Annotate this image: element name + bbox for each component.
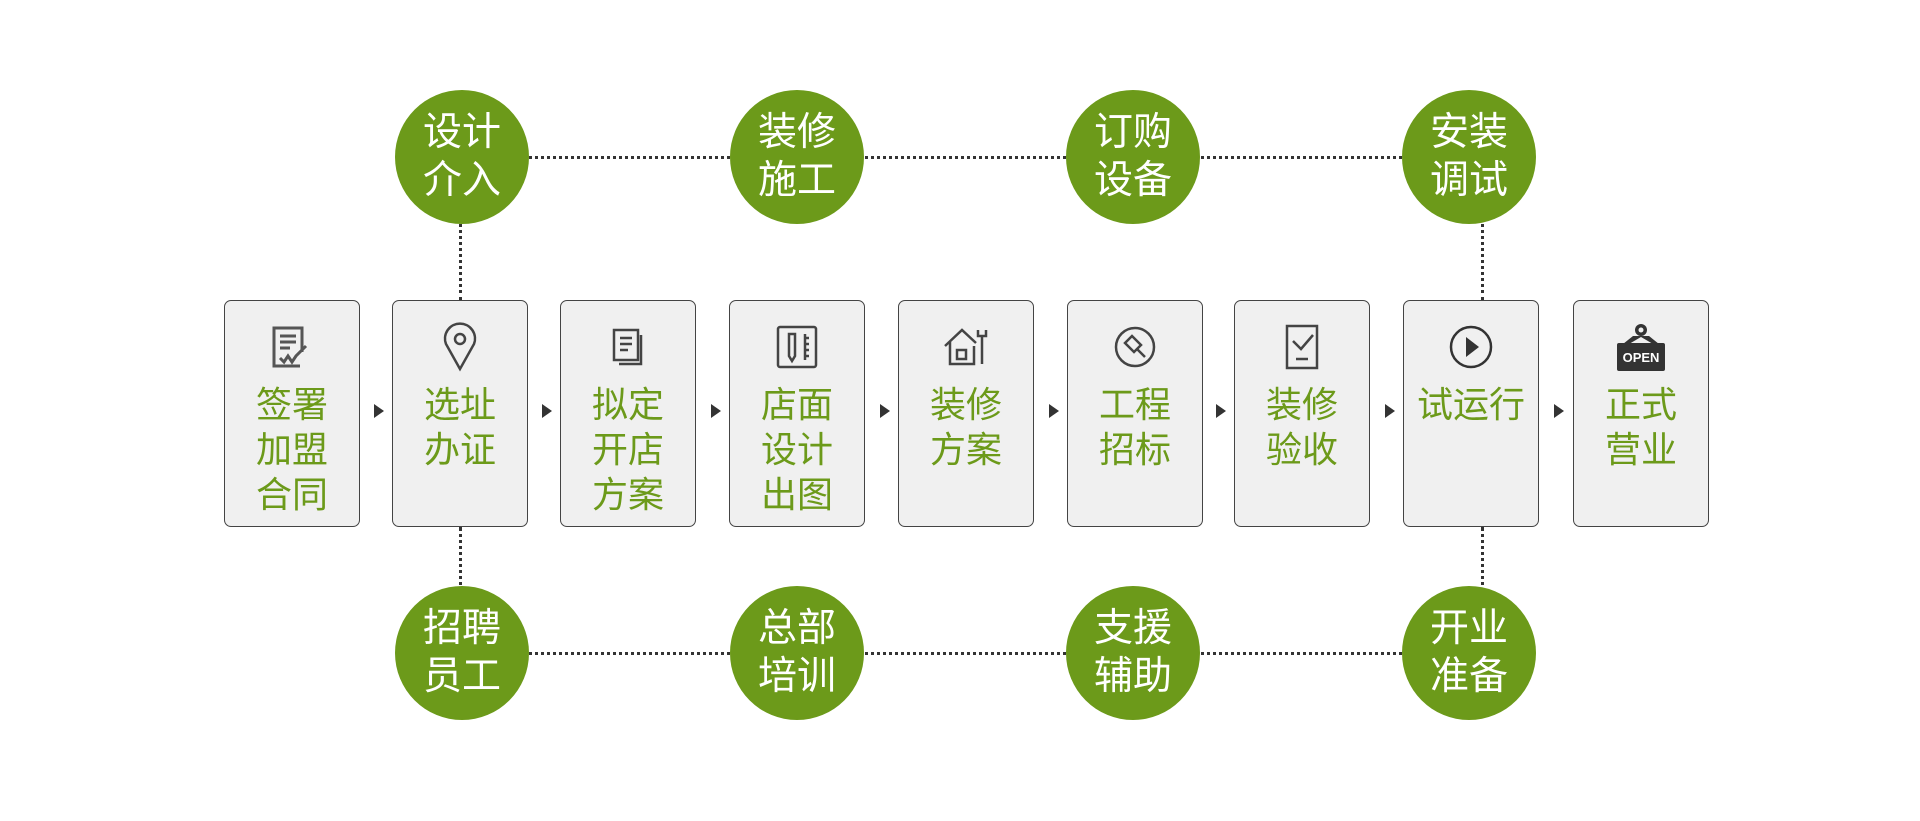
step-label: 正式 (1604, 385, 1677, 426)
auction-hammer-icon (1068, 323, 1202, 371)
circle-text: 总部 (757, 606, 836, 651)
house-tools-icon (899, 323, 1033, 371)
step-sign-contract: 签署加盟合同 (224, 300, 360, 527)
step-opening-plan: 拟定开店方案 (560, 300, 696, 527)
step-renovation-plan: 装修方案 (898, 300, 1034, 527)
top-right-connector (1481, 157, 1484, 300)
bottom-connector (462, 652, 1469, 655)
circle-text: 准备 (1429, 654, 1508, 699)
step-label: 拟定 (591, 385, 664, 426)
open-sign-text: OPEN (1623, 350, 1660, 365)
circle-text: 装修 (757, 110, 836, 155)
step-trial-run: 试运行 (1403, 300, 1539, 527)
location-pin-icon (393, 322, 527, 372)
top-left-connector (459, 157, 462, 300)
circle-text: 员工 (422, 654, 501, 699)
arrow-icon (374, 404, 384, 418)
step-label: 加盟 (255, 430, 328, 471)
step-label: 工程 (1098, 385, 1171, 426)
design-drawing-icon (730, 323, 864, 371)
step-label: 出图 (760, 475, 833, 516)
step-label: 方案 (591, 475, 664, 516)
circle-text: 支援 (1093, 606, 1172, 651)
circle-text: 设备 (1093, 158, 1172, 203)
step-label: 办证 (423, 430, 496, 471)
phase-circle-construction: 装修施工 (730, 90, 864, 224)
phase-circle-equipment: 订购设备 (1066, 90, 1200, 224)
arrow-icon (1216, 404, 1226, 418)
circle-text: 施工 (757, 158, 836, 203)
step-site-selection: 选址办证 (392, 300, 528, 527)
phase-circle-recruit: 招聘员工 (395, 586, 529, 720)
step-label: 方案 (929, 430, 1002, 471)
circle-text: 订购 (1093, 110, 1172, 155)
step-label: 装修 (1265, 385, 1338, 426)
circle-text: 安装 (1429, 110, 1508, 155)
top-connector (462, 156, 1469, 159)
phase-circle-design: 设计介入 (395, 90, 529, 224)
step-store-design: 店面设计出图 (729, 300, 865, 527)
phase-circle-installation: 安装调试 (1402, 90, 1536, 224)
circle-text: 介入 (422, 158, 501, 203)
step-label: 招标 (1098, 430, 1171, 471)
arrow-icon (880, 404, 890, 418)
circle-text: 开业 (1429, 606, 1508, 651)
phase-circle-training: 总部培训 (730, 586, 864, 720)
documents-icon (561, 323, 695, 371)
step-label: 试运行 (1416, 385, 1525, 426)
step-label: 装修 (929, 385, 1002, 426)
circle-text: 招聘 (422, 606, 501, 651)
step-tender: 工程招标 (1067, 300, 1203, 527)
step-label: 验收 (1265, 430, 1338, 471)
open-sign-icon: OPEN (1574, 323, 1708, 371)
step-label: 营业 (1604, 430, 1677, 471)
checklist-icon (1235, 323, 1369, 371)
step-acceptance: 装修验收 (1234, 300, 1370, 527)
play-icon (1404, 323, 1538, 371)
step-label: 店面 (760, 385, 833, 426)
step-label: 合同 (255, 475, 328, 516)
step-label: 开店 (591, 430, 664, 471)
arrow-icon (711, 404, 721, 418)
circle-text: 调试 (1429, 158, 1508, 203)
arrow-icon (1049, 404, 1059, 418)
step-label: 选址 (423, 385, 496, 426)
phase-circle-opening-prep: 开业准备 (1402, 586, 1536, 720)
step-label: 设计 (760, 430, 833, 471)
arrow-icon (1554, 404, 1564, 418)
arrow-icon (542, 404, 552, 418)
phase-circle-support: 支援辅助 (1066, 586, 1200, 720)
step-label: 签署 (255, 385, 328, 426)
contract-sign-icon (225, 323, 359, 371)
circle-text: 辅助 (1093, 654, 1172, 699)
step-grand-opening: OPEN 正式营业 (1573, 300, 1709, 527)
circle-text: 设计 (422, 110, 501, 155)
circle-text: 培训 (757, 654, 836, 699)
arrow-icon (1385, 404, 1395, 418)
